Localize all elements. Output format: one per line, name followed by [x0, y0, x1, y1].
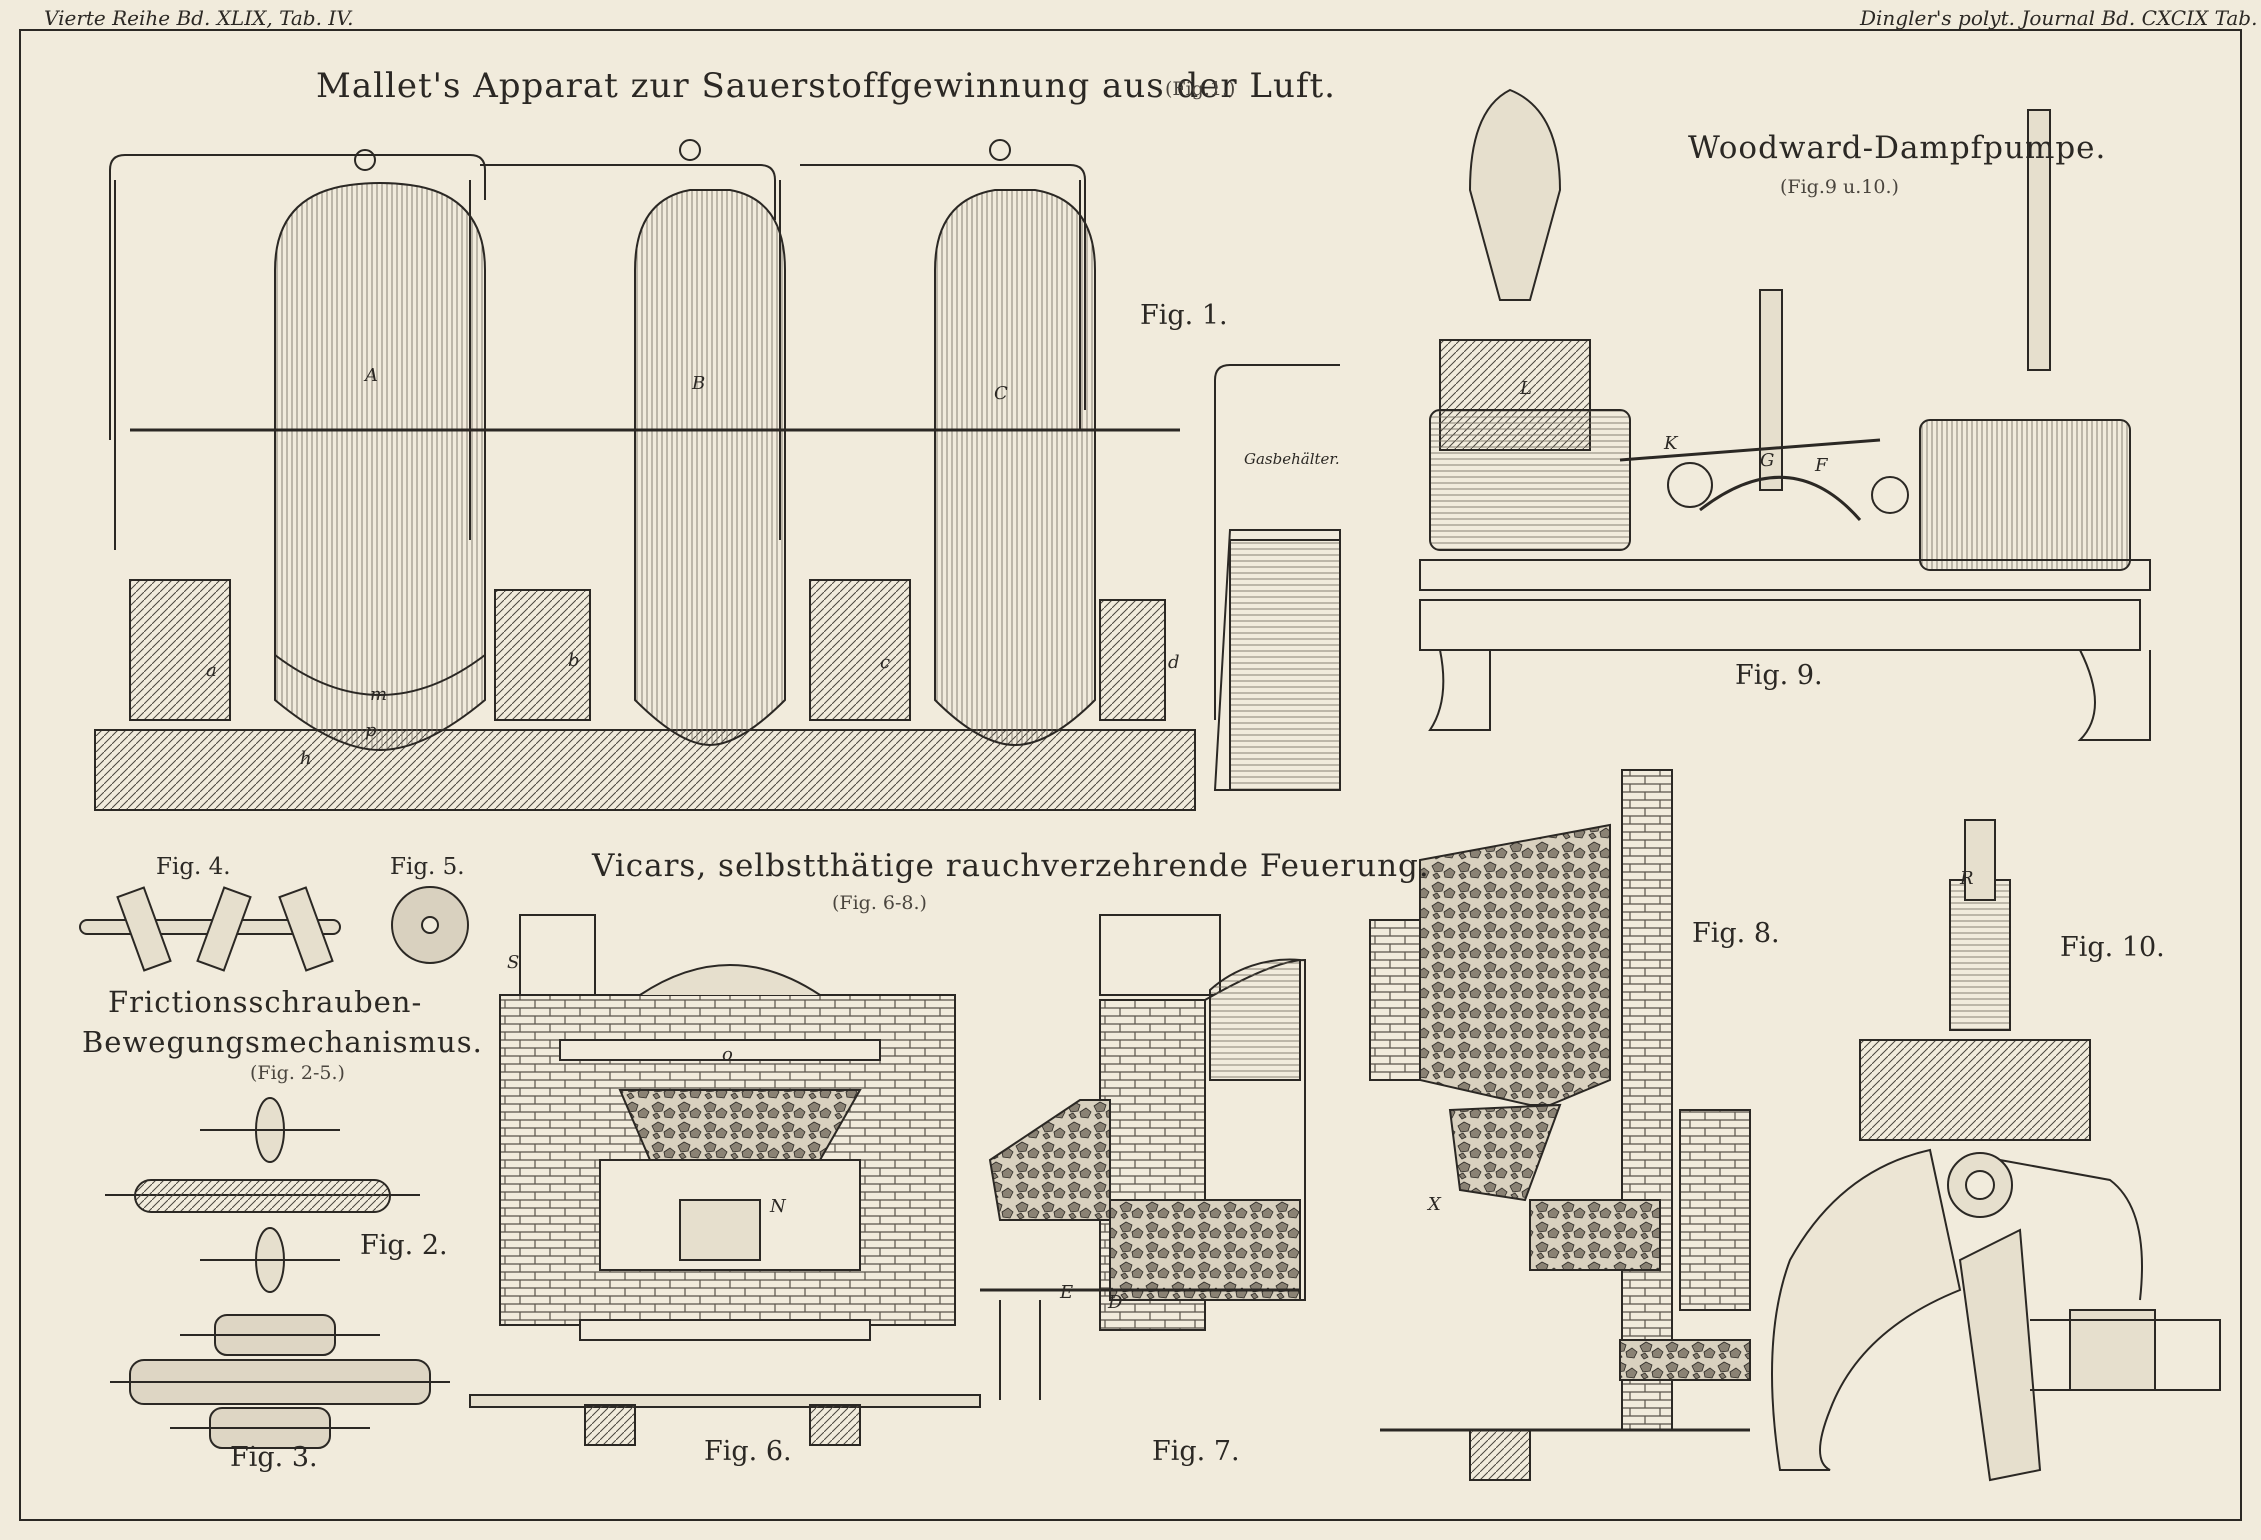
fig9-l-label: L	[1520, 378, 1532, 399]
fig8-caption: Fig. 8.	[1692, 918, 1780, 949]
pump-cylinder	[1919, 419, 2131, 571]
fig10-caption: Fig. 10.	[2060, 932, 2165, 963]
fig9-drawing	[1419, 88, 2151, 741]
vicars-title: Vicars, selbstthätige rauchverzehrende F…	[592, 848, 1430, 884]
tank-a	[274, 182, 486, 752]
tank-a-p-label: p	[365, 720, 377, 741]
fig6-n-label: N	[770, 1196, 786, 1217]
tank-b-label: B	[692, 373, 706, 394]
fig6-o-label: o	[722, 1044, 733, 1065]
tank-c	[934, 189, 1096, 747]
friction-ref: (Fig. 2-5.)	[250, 1062, 345, 1084]
fig7-e-label: E	[1060, 1282, 1074, 1303]
fig1-drawing	[94, 139, 1341, 811]
pump-a-label: a	[206, 660, 217, 681]
tank-c-label: C	[994, 383, 1008, 404]
fig8-x-label: X	[1428, 1194, 1441, 1215]
fig10-r-label: R	[1960, 868, 1974, 889]
steam-cylinder	[1429, 409, 1631, 551]
tank-a-m-label: m	[370, 684, 388, 705]
woodward-ref: (Fig.9 u.10.)	[1780, 176, 1899, 198]
fig9-k-label: K	[1664, 433, 1678, 454]
fig5-caption: Fig. 5.	[390, 854, 465, 880]
fig4-drawing	[79, 886, 341, 972]
fig9-f-label: F	[1815, 455, 1828, 476]
friction-title-line2: Bewegungsmechanismus.	[82, 1025, 483, 1059]
fig7-drawing	[980, 914, 1306, 1400]
fig6-caption: Fig. 6.	[704, 1436, 792, 1467]
friction-title-line1: Frictionsschrauben-	[108, 985, 423, 1019]
plate-border	[19, 29, 2242, 1521]
plate-header-left: Vierte Reihe Bd. XLIX, Tab. IV.	[44, 6, 354, 30]
fig9-caption: Fig. 9.	[1735, 660, 1823, 691]
tank-a-label: A	[365, 365, 378, 386]
fig6-s-label: S	[507, 952, 520, 973]
gasometer-label: Gasbehälter.	[1244, 450, 1340, 468]
fig7-d-label: D	[1108, 1292, 1123, 1313]
fig4-caption: Fig. 4.	[156, 854, 231, 880]
fig9-g-label: G	[1760, 450, 1775, 471]
fig7-caption: Fig. 7.	[1152, 1436, 1240, 1467]
fig2-drawing	[105, 1097, 420, 1293]
fig1-caption: Fig. 1.	[1140, 300, 1228, 331]
pipe-h-label: h	[300, 748, 312, 769]
fig8-drawing	[1369, 769, 1751, 1481]
mallet-ref: (Fig.1.)	[1165, 78, 1236, 100]
pump-c-label: c	[880, 652, 891, 673]
fig3-drawing	[110, 1314, 450, 1449]
air-chamber	[1468, 88, 1562, 301]
vicars-ref: (Fig. 6-8.)	[832, 892, 927, 914]
fig3-caption: Fig. 3.	[230, 1442, 318, 1473]
woodward-title: Woodward-Dampfpumpe.	[1688, 130, 2107, 166]
mallet-title: Mallet's Apparat zur Sauerstoffgewinnung…	[316, 66, 1336, 106]
fig5-drawing	[391, 886, 469, 964]
pump-d-label: d	[1168, 652, 1180, 673]
fig10-drawing	[1771, 819, 2221, 1482]
fig6-drawing	[469, 914, 981, 1446]
fig2-caption: Fig. 2.	[360, 1230, 448, 1261]
plate-header-right: Dingler's polyt. Journal Bd. CXCIX Tab. …	[1860, 6, 2261, 30]
tank-b	[634, 189, 786, 747]
pump-b-label: b	[568, 650, 580, 671]
